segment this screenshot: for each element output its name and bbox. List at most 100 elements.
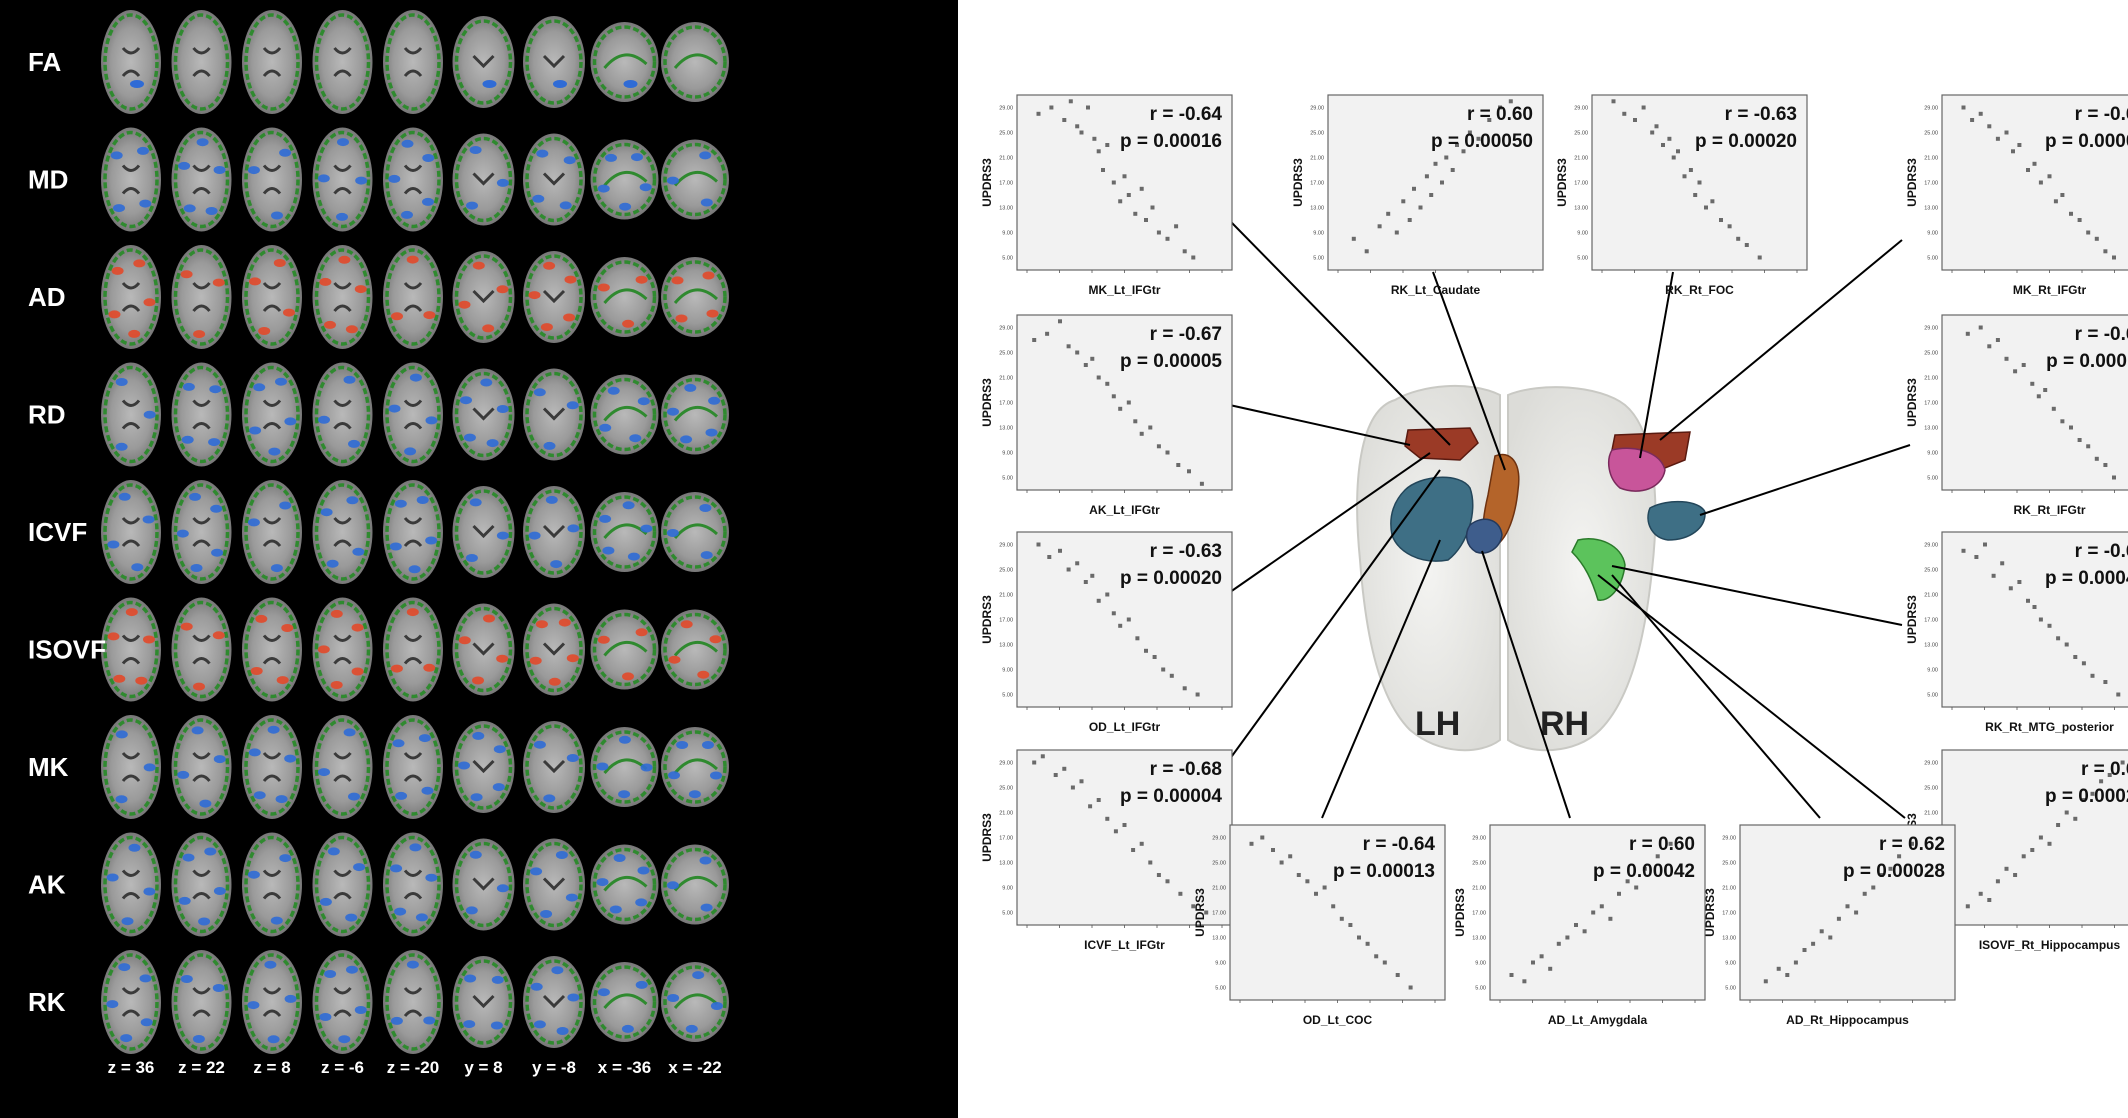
slice-tissue (383, 362, 443, 467)
y-tick-label: 9.00 (1002, 451, 1013, 457)
data-point (1565, 935, 1570, 940)
skeleton-overlay (525, 136, 583, 223)
significance-overlay (139, 974, 152, 983)
data-point (1096, 598, 1101, 603)
data-point (1655, 854, 1660, 859)
skeleton-overlay (525, 19, 583, 105)
ventricles (262, 987, 282, 1017)
significance-overlay (353, 863, 366, 872)
data-point (2112, 255, 2116, 260)
significance-overlay (465, 906, 478, 915)
significance-overlay (710, 1002, 723, 1010)
x-axis-label: RK_Rt_FOC (1665, 283, 1734, 297)
significance-overlay (540, 323, 553, 332)
significance-overlay (482, 324, 495, 333)
significance-overlay (666, 176, 679, 185)
leader-line (1597, 574, 1906, 819)
data-point (1897, 854, 1902, 859)
ventricles (262, 47, 282, 77)
significance-overlay (253, 791, 266, 800)
data-point (1068, 99, 1073, 104)
data-point (1974, 555, 1979, 559)
ventricles (121, 869, 141, 900)
y-axis-label: UPDRS3 (980, 158, 994, 207)
data-point (1987, 898, 1992, 902)
significance-overlay (348, 792, 360, 801)
significance-overlay (183, 204, 196, 213)
significance-overlay (635, 898, 648, 907)
y-tick-label: 13.00 (1472, 936, 1486, 942)
data-point (1113, 829, 1118, 834)
x-axis-label: AD_Lt_Amygdala (1548, 1013, 1648, 1027)
significance-overlay (688, 790, 701, 799)
slice-tissue (452, 838, 515, 931)
data-point (1249, 841, 1254, 846)
significance-overlay (343, 375, 356, 384)
brain-slice (242, 597, 302, 702)
corpus-callosum (673, 758, 719, 774)
data-point (2060, 193, 2065, 197)
significance-overlay (354, 1006, 367, 1014)
significance-overlay (637, 866, 650, 875)
data-point (1339, 916, 1344, 921)
significance-overlay (115, 795, 128, 804)
data-point (1440, 180, 1444, 185)
ventricles (192, 517, 211, 547)
data-point (1862, 891, 1867, 896)
row-label: FA (28, 47, 61, 77)
significance-overlay (143, 635, 155, 644)
leader-line (1611, 565, 1903, 626)
significance-overlay (142, 515, 155, 524)
data-point (1133, 419, 1138, 424)
brain-slice (523, 956, 585, 1048)
skeleton-overlay (173, 13, 230, 111)
brain-slice (523, 251, 585, 343)
roi-rt-mtg-posterior (1647, 500, 1706, 541)
significance-overlay (702, 741, 714, 749)
significance-overlay (422, 154, 435, 162)
brain-slice (383, 597, 443, 702)
significance-overlay (247, 1001, 260, 1010)
brain-slice (171, 597, 232, 702)
slice-tissue (242, 597, 302, 702)
data-point (1331, 904, 1336, 909)
skeleton-overlay (592, 260, 657, 334)
p-value: p = 0.00040 (2045, 568, 2128, 589)
data-point (2008, 586, 2013, 591)
y-tick-label: 21.00 (999, 593, 1013, 599)
ventricles (262, 517, 282, 547)
skeleton-overlay (525, 724, 583, 810)
y-tick-label: 5.00 (1725, 986, 1736, 992)
skeleton-overlay (592, 847, 657, 922)
data-point (1083, 580, 1088, 584)
data-point (1070, 785, 1075, 790)
y-tick-label: 5.00 (1927, 256, 1938, 262)
data-point (1785, 973, 1790, 977)
significance-overlay (622, 501, 635, 510)
y-tick-label: 21.00 (1310, 156, 1324, 162)
significance-overlay (317, 174, 330, 183)
plot-area (1941, 749, 2128, 926)
skeleton-overlay (525, 254, 583, 340)
significance-overlay (189, 492, 201, 501)
brain-slice (523, 133, 585, 226)
data-point (1961, 548, 1966, 553)
skeleton-overlay (314, 718, 371, 816)
y-tick-label: 29.00 (1722, 836, 1736, 842)
x-axis-label: ISOVF_Rt_Hippocampus (1979, 938, 2121, 952)
y-tick-label: 9.00 (1927, 231, 1938, 237)
y-tick-label: 25.00 (1924, 786, 1938, 792)
plot-area (1016, 94, 1233, 271)
data-point (1965, 331, 1970, 336)
significance-overlay (423, 311, 436, 320)
data-point (1088, 804, 1093, 809)
data-point (1105, 592, 1110, 597)
skeleton-overlay (173, 835, 230, 934)
significance-overlay (700, 903, 713, 912)
y-axis-label: UPDRS3 (1291, 158, 1305, 207)
significance-overlay (271, 211, 283, 220)
ventricles (403, 282, 423, 312)
skeleton-overlay (385, 953, 441, 1051)
brain-slice (101, 597, 161, 702)
significance-overlay (346, 496, 359, 505)
